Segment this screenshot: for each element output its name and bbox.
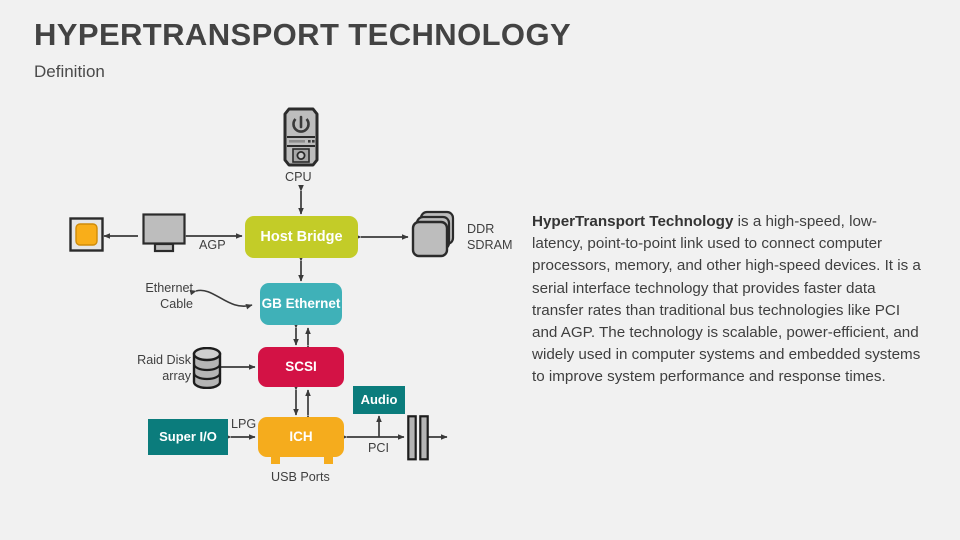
node-audio[interactable]: Audio	[353, 386, 405, 414]
node-scsi-label: SCSI	[285, 359, 317, 375]
node-gb-ethernet[interactable]: GB Ethernet	[260, 283, 342, 325]
ddr-sdram-label: DDR SDRAM	[467, 222, 513, 252]
agp-label: AGP	[199, 238, 226, 252]
definition-lead: HyperTransport Technology	[532, 213, 734, 230]
usb-ports-label: USB Ports	[271, 470, 330, 484]
node-audio-label: Audio	[360, 391, 398, 407]
cpu-label: CPU	[285, 170, 312, 184]
node-ich-label: ICH	[289, 429, 313, 445]
cpu-icon	[281, 106, 321, 173]
graphics-card-icon	[69, 217, 104, 257]
node-host-bridge-label: Host Bridge	[260, 228, 343, 245]
raid-disk-array-label: Raid Disk array	[137, 353, 191, 383]
lpg-label: LPG	[231, 417, 257, 431]
ethernet-cable-label: Ethernet Cable	[145, 281, 193, 311]
pci-slot-icon	[407, 415, 429, 466]
node-ich[interactable]: ICH	[258, 417, 344, 457]
monitor-icon	[142, 213, 186, 260]
node-super-io-label: Super I/O	[159, 428, 217, 444]
pci-label: PCI	[368, 441, 389, 455]
memory-stack-icon	[411, 210, 463, 265]
page-subtitle: Definition	[34, 62, 105, 81]
usb-port-tab-right	[324, 456, 333, 464]
disk-cylinder-icon	[192, 346, 222, 394]
page-title: HYPERTRANSPORT TECHNOLOGY	[34, 17, 572, 52]
node-gb-ethernet-label: GB Ethernet	[261, 296, 341, 312]
usb-port-tab-left	[271, 456, 280, 464]
definition-paragraph: HyperTransport Technology is a high-spee…	[532, 211, 924, 389]
definition-body: is a high-speed, low-latency, point-to-p…	[532, 213, 921, 386]
node-host-bridge[interactable]: Host Bridge	[245, 216, 358, 258]
node-super-io[interactable]: Super I/O	[148, 419, 228, 455]
node-scsi[interactable]: SCSI	[258, 347, 344, 387]
